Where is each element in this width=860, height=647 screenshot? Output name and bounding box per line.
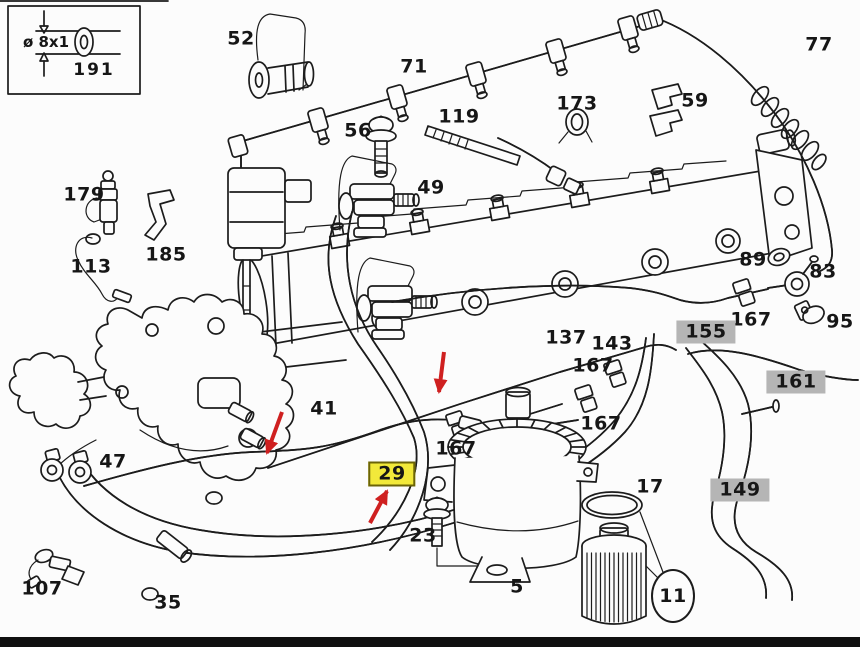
part-label-77: 77 bbox=[805, 33, 833, 56]
hoses-41 bbox=[327, 211, 429, 551]
part-label-167: 167 bbox=[435, 437, 477, 460]
part-label-83: 83 bbox=[809, 260, 837, 283]
part-label-95: 95 bbox=[826, 310, 854, 333]
banjo-fittings-left bbox=[40, 447, 92, 484]
head-ports bbox=[371, 228, 741, 332]
legend-part-number: 191 bbox=[73, 60, 115, 80]
valve-179 bbox=[85, 170, 118, 235]
bolt-23 bbox=[423, 496, 479, 567]
injector bbox=[227, 167, 312, 373]
seal-89 bbox=[767, 247, 791, 267]
part-label-167: 167 bbox=[730, 308, 772, 331]
filter-element-11 bbox=[581, 511, 667, 625]
part-label-47: 47 bbox=[99, 450, 127, 473]
banjo-83 bbox=[767, 255, 819, 297]
part-label-11-circled: 11 bbox=[651, 569, 695, 623]
fitting-cluster-bottom-left bbox=[141, 529, 193, 601]
part-label-143: 143 bbox=[591, 332, 633, 355]
part-label-185: 185 bbox=[145, 243, 187, 266]
part-label-49: 49 bbox=[417, 176, 445, 199]
retainer-52 bbox=[248, 13, 315, 99]
part-label-167: 167 bbox=[580, 412, 622, 435]
legend-box bbox=[7, 5, 141, 95]
bolt-95 bbox=[793, 300, 825, 325]
part-label-119: 119 bbox=[438, 105, 480, 128]
rail-end-fitting bbox=[636, 9, 664, 31]
part-label-29-yellow: 29 bbox=[368, 461, 416, 487]
part-label-52: 52 bbox=[227, 27, 255, 50]
bracket-185 bbox=[144, 189, 175, 241]
part-label-173: 173 bbox=[556, 92, 598, 115]
strap-119 bbox=[424, 125, 582, 195]
part-label-23: 23 bbox=[409, 524, 437, 547]
hook-pipe-113 bbox=[75, 233, 133, 304]
red-arrow bbox=[264, 411, 284, 455]
fuel-rail-71 bbox=[227, 9, 664, 173]
fuel-filter-5 bbox=[423, 386, 599, 583]
part-label-17: 17 bbox=[636, 475, 664, 498]
red-arrow bbox=[368, 489, 389, 524]
part-label-179: 179 bbox=[63, 183, 105, 206]
part-label-35: 35 bbox=[154, 591, 182, 614]
part-label-56: 56 bbox=[344, 119, 372, 142]
part-label-167: 167 bbox=[572, 354, 614, 377]
spring-77 bbox=[750, 85, 827, 171]
part-label-149-gray: 149 bbox=[710, 478, 770, 502]
part-label-113: 113 bbox=[70, 255, 112, 278]
bolt-56 bbox=[365, 115, 397, 178]
valve-107 bbox=[26, 548, 85, 589]
valve-49 bbox=[338, 155, 420, 238]
clips-59 bbox=[649, 83, 683, 137]
injection-pump-47 bbox=[8, 293, 295, 505]
part-label-161-gray: 161 bbox=[766, 370, 826, 394]
part-label-41: 41 bbox=[310, 397, 338, 420]
part-label-107: 107 bbox=[21, 577, 63, 600]
footer-bar bbox=[0, 637, 860, 647]
clamps-167 bbox=[444, 278, 756, 441]
part-label-89: 89 bbox=[739, 248, 767, 271]
part-label-155-gray: 155 bbox=[676, 320, 736, 344]
part-label-59: 59 bbox=[681, 89, 709, 112]
part-label-5: 5 bbox=[510, 575, 524, 598]
part-label-137: 137 bbox=[545, 326, 587, 349]
o-ring-17 bbox=[581, 491, 643, 519]
legend-pipe-dimension: ø 8x1 bbox=[22, 33, 70, 51]
clamp-173 bbox=[558, 108, 593, 144]
red-arrow bbox=[433, 351, 448, 394]
head-unions bbox=[328, 167, 671, 250]
rail-fittings bbox=[307, 15, 640, 146]
part-label-71: 71 bbox=[400, 55, 428, 78]
